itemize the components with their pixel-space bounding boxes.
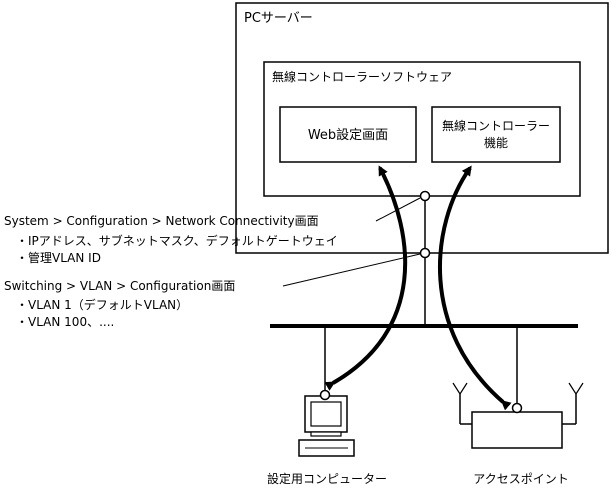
annotation-vlan-item2: ・VLAN 100、.... [16,315,114,329]
setup-computer-icon [298,395,355,457]
web-settings-label: Web設定画面 [308,127,388,143]
pc-server-label: PCサーバー [244,11,313,26]
setup-computer-label: 設定用コンピューター [267,471,387,486]
annotation-vlan-leader [282,253,421,287]
annotation-network-title: System > Configuration > Network Connect… [4,214,319,228]
web-access-arrow [324,165,408,391]
controller-ap-arrow [438,165,512,411]
annotation-network-item1: ・IPアドレス、サブネットマスク、デフォルトゲートウェイ [16,233,338,248]
web-settings-box [279,106,417,163]
access-point-label: アクセスポイント [473,472,568,486]
computer-port-circle [319,389,331,401]
controller-function-label-line1: 無線コントローラー [442,118,550,133]
access-point-icon [452,382,584,449]
vlan-port-circle [419,247,431,259]
controller-function-box [431,106,561,163]
annotation-vlan-item1: ・VLAN 1（デフォルトVLAN） [16,297,188,312]
annotation-vlan-title: Switching > VLAN > Configuration画面 [4,279,235,293]
controller-software-label: 無線コントローラーソフトウェア [272,69,452,84]
server-port-circle [419,190,431,202]
annotation-network-item2: ・管理VLAN ID [16,250,101,265]
access-point-port-circle [511,402,523,414]
controller-function-label-line2: 機能 [484,135,508,150]
